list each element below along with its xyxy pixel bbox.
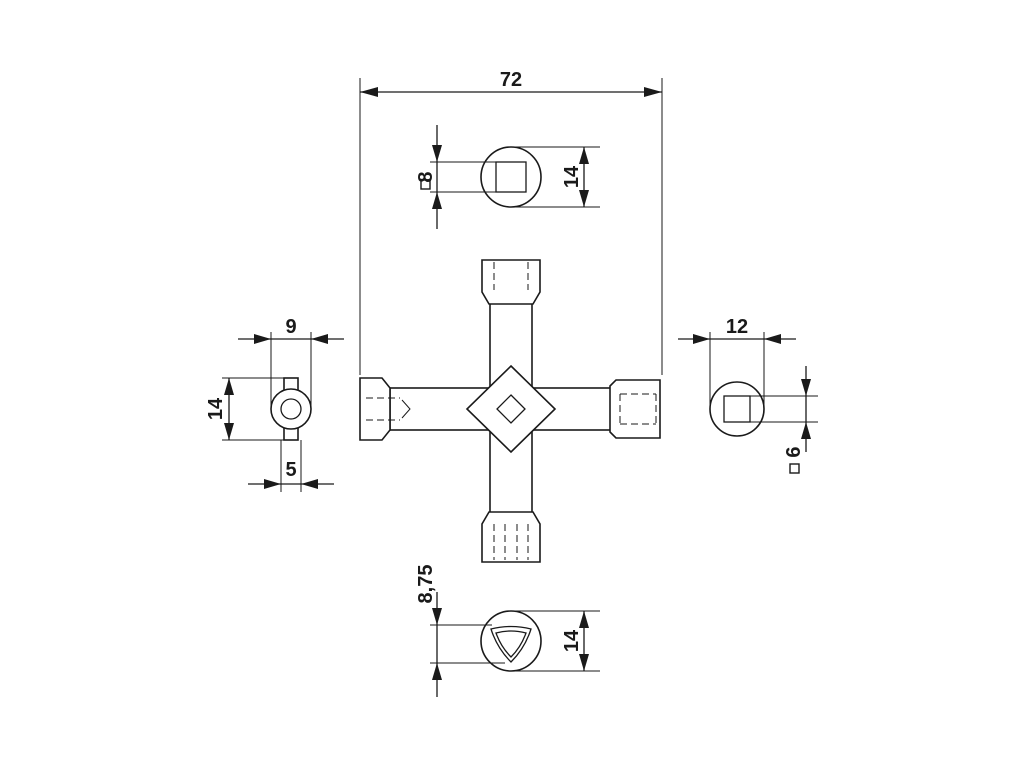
top-socket-end: [481, 259, 541, 305]
dim-left-width-label: 9: [285, 316, 296, 338]
left-double-bit-view: 9 14 5: [205, 316, 344, 492]
square-symbol: [420, 179, 431, 190]
dim-top-diameter-label: 14: [561, 165, 583, 188]
dim-left-height-label: 14: [205, 397, 227, 420]
top-square-socket-view: 8 14: [415, 125, 600, 229]
dim-bottom-diameter-label: 14: [561, 629, 583, 652]
dim-top-square-label: 8: [415, 171, 437, 182]
left-socket-end: [359, 377, 391, 441]
bottom-triangle-socket-view: 8,75 14: [415, 565, 600, 697]
dim-right-square-label: 6: [783, 446, 805, 457]
dim-overall-width-label: 72: [500, 69, 522, 91]
bottom-socket-end: [481, 511, 541, 563]
center-hub: [465, 364, 557, 454]
square-symbol: [789, 463, 800, 474]
right-square-socket-view: 12 6: [678, 316, 818, 474]
right-socket-end: [609, 379, 661, 439]
dim-left-slot-label: 5: [285, 459, 296, 481]
cross-key-body: [359, 259, 661, 563]
dim-bottom-triangle-label: 8,75: [415, 565, 437, 604]
dim-overall-width: 72: [359, 69, 663, 375]
dim-right-width-label: 12: [726, 316, 748, 338]
